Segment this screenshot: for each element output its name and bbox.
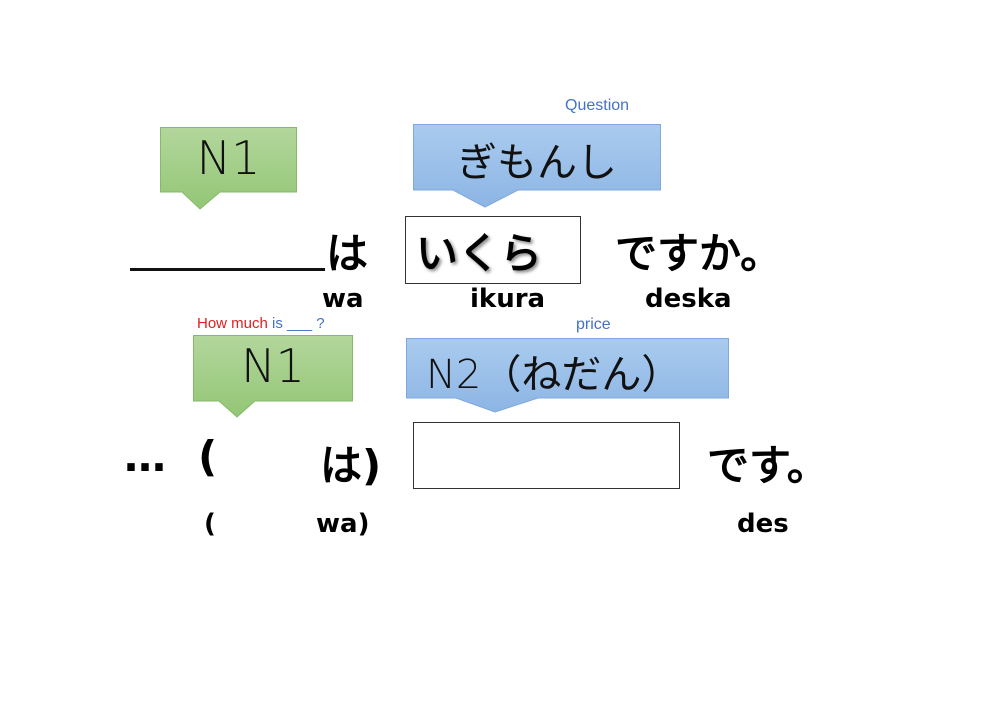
- how-much-text: How much: [197, 315, 268, 332]
- blank-text: ___: [287, 315, 313, 332]
- romaji-wa-close: wa): [316, 509, 370, 539]
- ikura-word: いくら: [416, 229, 543, 278]
- romaji-des: des: [737, 509, 789, 539]
- n1-callout-bottom: N1: [193, 335, 353, 418]
- gimonshi-label: ぎもんし: [457, 140, 617, 186]
- n2-nedan-label: N2（ねだん）: [426, 352, 682, 398]
- particle-wa-close: は): [320, 441, 382, 490]
- desu-word: です。: [707, 441, 829, 490]
- desuka-word: ですか。: [615, 229, 783, 278]
- romaji-open-paren: (: [204, 509, 216, 539]
- ikura-box: [405, 216, 581, 284]
- n2-nedan-callout: N2（ねだん）: [406, 338, 729, 413]
- answer-blank-box: [413, 422, 680, 489]
- particle-wa: は: [326, 229, 369, 278]
- question-label: Question: [565, 97, 630, 114]
- how-much-label: How much is ___ ?: [197, 315, 325, 332]
- qmark-text: ?: [316, 315, 325, 332]
- romaji-ikura: ikura: [470, 284, 546, 314]
- gimonshi-callout: ぎもんし: [413, 124, 661, 208]
- ellipsis: …: [124, 432, 166, 481]
- blank-underline: [130, 268, 325, 271]
- n1-label-bottom: N1: [241, 339, 305, 393]
- romaji-wa: wa: [322, 284, 364, 314]
- open-paren: (: [198, 432, 218, 481]
- n1-label: N1: [196, 131, 261, 185]
- n1-callout-top: N1: [160, 127, 297, 210]
- romaji-deska: deska: [645, 284, 732, 314]
- is-text: is: [272, 315, 283, 332]
- price-label: price: [576, 316, 611, 333]
